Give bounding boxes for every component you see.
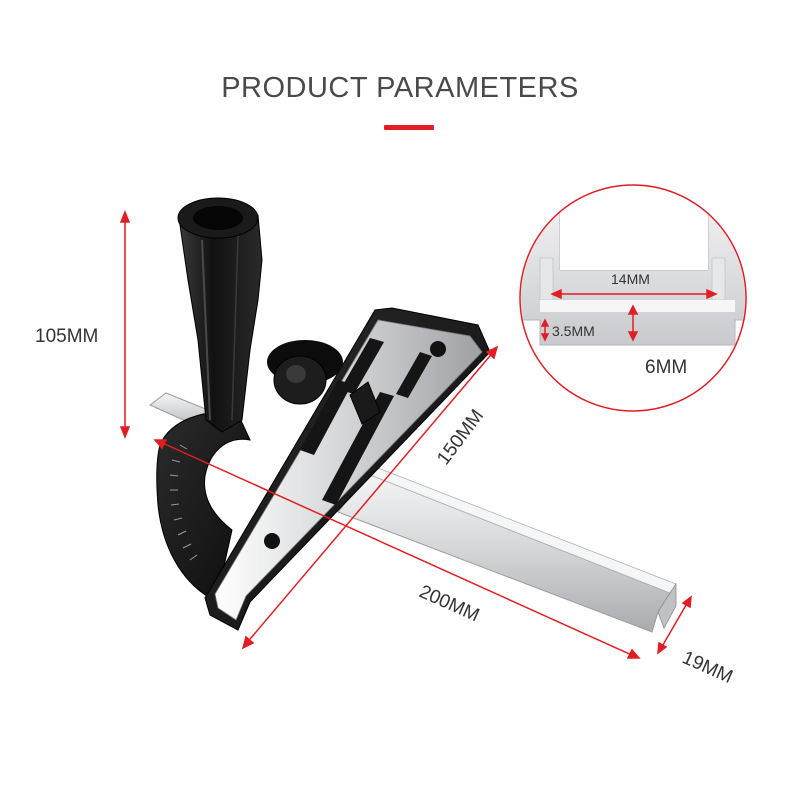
fence-dimension-line (244, 349, 496, 646)
width-dimension-line (659, 599, 690, 651)
locking-knob (267, 340, 343, 405)
depth-label: 6MM (645, 357, 687, 378)
handle (177, 197, 263, 433)
rail-profile-slot (560, 200, 708, 270)
guide-bar-end (657, 582, 677, 629)
mounting-hole-bottom (264, 533, 280, 549)
fence-length-label: 150MM (433, 406, 488, 469)
slot-width-label: 14MM (611, 271, 650, 287)
guide-bar (337, 473, 671, 633)
mounting-hole-top (430, 341, 446, 357)
fence-cutouts (300, 338, 432, 505)
bar-dimension-line (157, 440, 637, 658)
bar-length-label: 200MM (416, 581, 482, 626)
lock-lever (349, 381, 381, 425)
handle-bore (193, 206, 243, 230)
height-label: 105MM (35, 326, 98, 347)
page-title: PRODUCT PARAMETERS (221, 72, 579, 104)
title-underline (384, 125, 434, 130)
miter-gauge-image (149, 197, 677, 633)
bar-width-label: 19MM (679, 647, 736, 688)
detail-callout: 14MM 3.5MM 6MM (519, 184, 747, 412)
lip-height-label: 3.5MM (552, 323, 595, 339)
protractor-scale-ticks (169, 444, 198, 561)
dimension-lines (119, 209, 692, 659)
